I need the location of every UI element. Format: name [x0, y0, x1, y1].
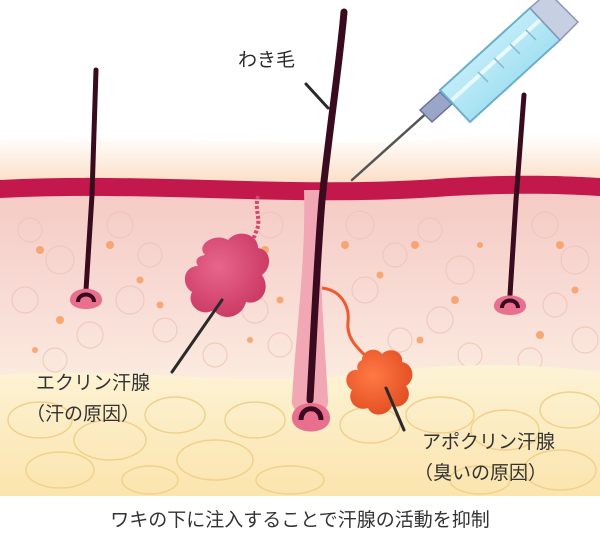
- eccrine-leader: [170, 298, 224, 374]
- hair-left: [70, 67, 102, 309]
- eccrine-duct: [250, 195, 261, 264]
- dermis-cell-texture: [11, 210, 599, 373]
- apocrine-leader: [384, 386, 406, 432]
- syringe-icon: [350, 0, 580, 182]
- label-eccrine-note: （汗の原因）: [26, 403, 140, 425]
- eccrine-gland-body: [184, 233, 270, 317]
- bottom-base: [0, 496, 600, 536]
- armpit-hair-leader: [304, 82, 330, 110]
- caption: ワキの下に注入することで汗腺の活動を抑制: [110, 509, 489, 531]
- syringe-plunger: [528, 0, 580, 42]
- hair-shaft: [306, 8, 348, 404]
- apocrine-gland: [321, 286, 413, 415]
- apocrine-gland-body: [346, 349, 413, 415]
- label-eccrine-name: エクリン汗腺: [36, 372, 150, 394]
- dermis-dots: [32, 241, 579, 353]
- hair-right: [494, 92, 527, 315]
- syringe-needle: [350, 108, 432, 182]
- label-armpit-hair: わき毛: [238, 49, 295, 71]
- fat-cells: [7, 391, 600, 495]
- eccrine-gland: [184, 195, 270, 317]
- apocrine-duct: [321, 286, 374, 364]
- label-apocrine-name: アポクリン汗腺: [422, 431, 555, 453]
- label-apocrine-note: （臭いの原因）: [414, 462, 547, 484]
- epidermis-line: [0, 175, 600, 201]
- armpit-hair: [291, 8, 348, 432]
